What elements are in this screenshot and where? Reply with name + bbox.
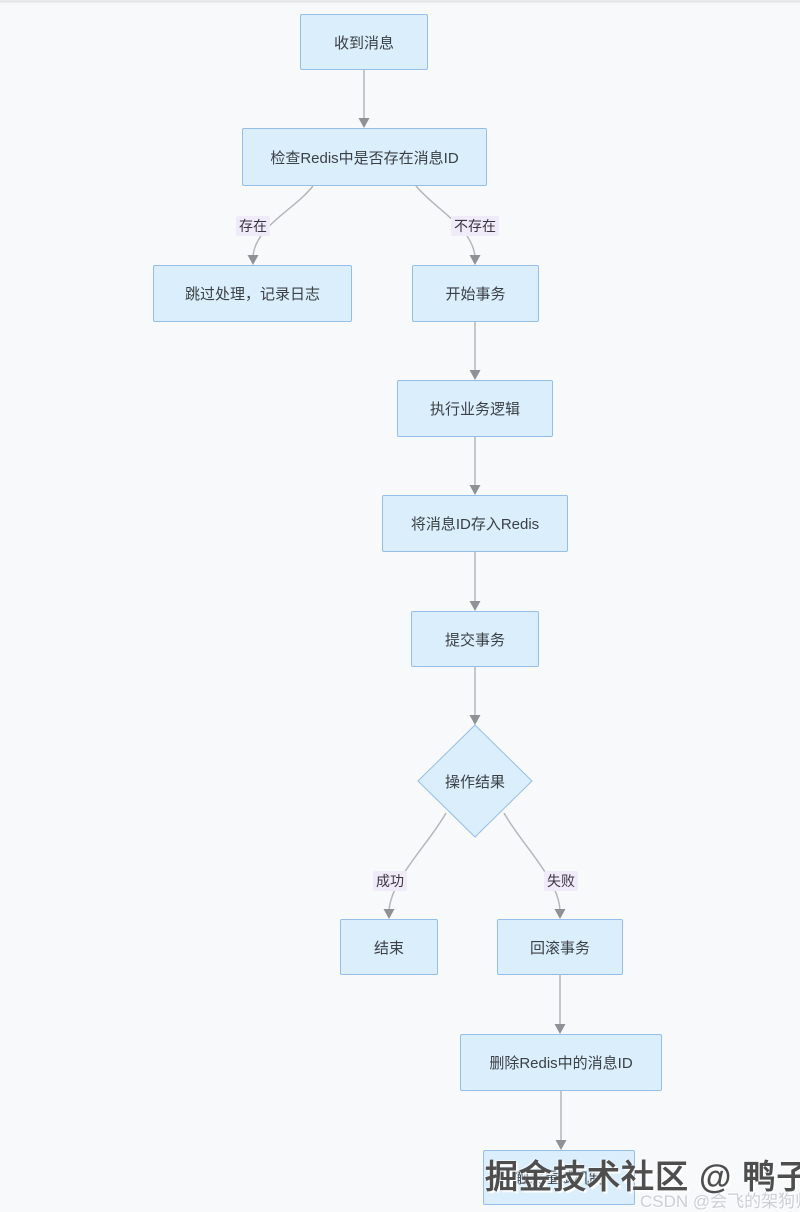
node-end: 结束	[340, 919, 438, 975]
arrowhead-delete-to-retry	[555, 1140, 567, 1150]
node-label-trigger-retry: 触发重试机制	[513, 1170, 604, 1187]
node-label-receive-message: 收到消息	[333, 34, 394, 52]
arrowhead-commit-to-result	[469, 715, 481, 725]
edge-result-to-rollback	[503, 812, 561, 911]
arrowhead-store-to-commit	[469, 601, 481, 611]
node-label-rollback-transaction: 回滚事务	[529, 939, 590, 957]
node-receive-message: 收到消息	[300, 14, 428, 70]
node-operation-result	[417, 724, 533, 838]
edge-result-to-end	[388, 812, 447, 911]
edge-label-result-to-rollback: 失败	[544, 871, 578, 891]
node-commit-transaction: 提交事务	[411, 611, 539, 667]
arrowhead-result-to-rollback	[554, 909, 566, 919]
node-label-operation-result: 操作结果	[444, 773, 505, 791]
edge-label-result-to-end: 成功	[373, 871, 407, 891]
node-check-redis: 检查Redis中是否存在消息ID	[242, 128, 487, 186]
node-delete-message-id: 删除Redis中的消息ID	[460, 1034, 662, 1091]
arrowhead-begin-to-execute	[469, 370, 481, 380]
node-label-delete-message-id: 删除Redis中的消息ID	[489, 1055, 633, 1072]
node-label-end: 结束	[373, 939, 404, 957]
arrowhead-result-to-end	[383, 909, 395, 919]
node-store-message-id: 将消息ID存入Redis	[382, 495, 568, 552]
edge-label-check-to-skip: 存在	[236, 216, 270, 236]
node-trigger-retry: 触发重试机制	[483, 1150, 635, 1205]
top-strip	[0, 0, 800, 3]
arrowhead-check-to-begin	[469, 255, 481, 265]
arrowhead-receive-to-check	[358, 118, 370, 128]
node-label-check-redis: 检查Redis中是否存在消息ID	[270, 149, 459, 167]
arrowhead-rollback-to-delete	[554, 1024, 566, 1034]
node-begin-transaction: 开始事务	[412, 265, 539, 322]
node-execute-logic: 执行业务逻辑	[397, 380, 553, 437]
node-skip-and-log: 跳过处理，记录日志	[153, 265, 352, 322]
node-label-commit-transaction: 提交事务	[444, 631, 505, 649]
node-label-store-message-id: 将消息ID存入Redis	[410, 516, 540, 533]
arrowhead-execute-to-store	[469, 485, 481, 495]
watermark-primary: 掘金技术社区 @ 鸭子神探	[485, 1158, 800, 1195]
node-rollback-transaction: 回滚事务	[497, 919, 623, 975]
edge-label-check-to-begin: 不存在	[451, 216, 499, 236]
watermark-secondary: CSDN @会飞的架狗师	[640, 1192, 800, 1211]
node-label-skip-and-log: 跳过处理，记录日志	[184, 286, 320, 303]
node-label-execute-logic: 执行业务逻辑	[429, 401, 520, 418]
node-label-begin-transaction: 开始事务	[445, 286, 506, 303]
arrowhead-check-to-skip	[247, 255, 259, 265]
